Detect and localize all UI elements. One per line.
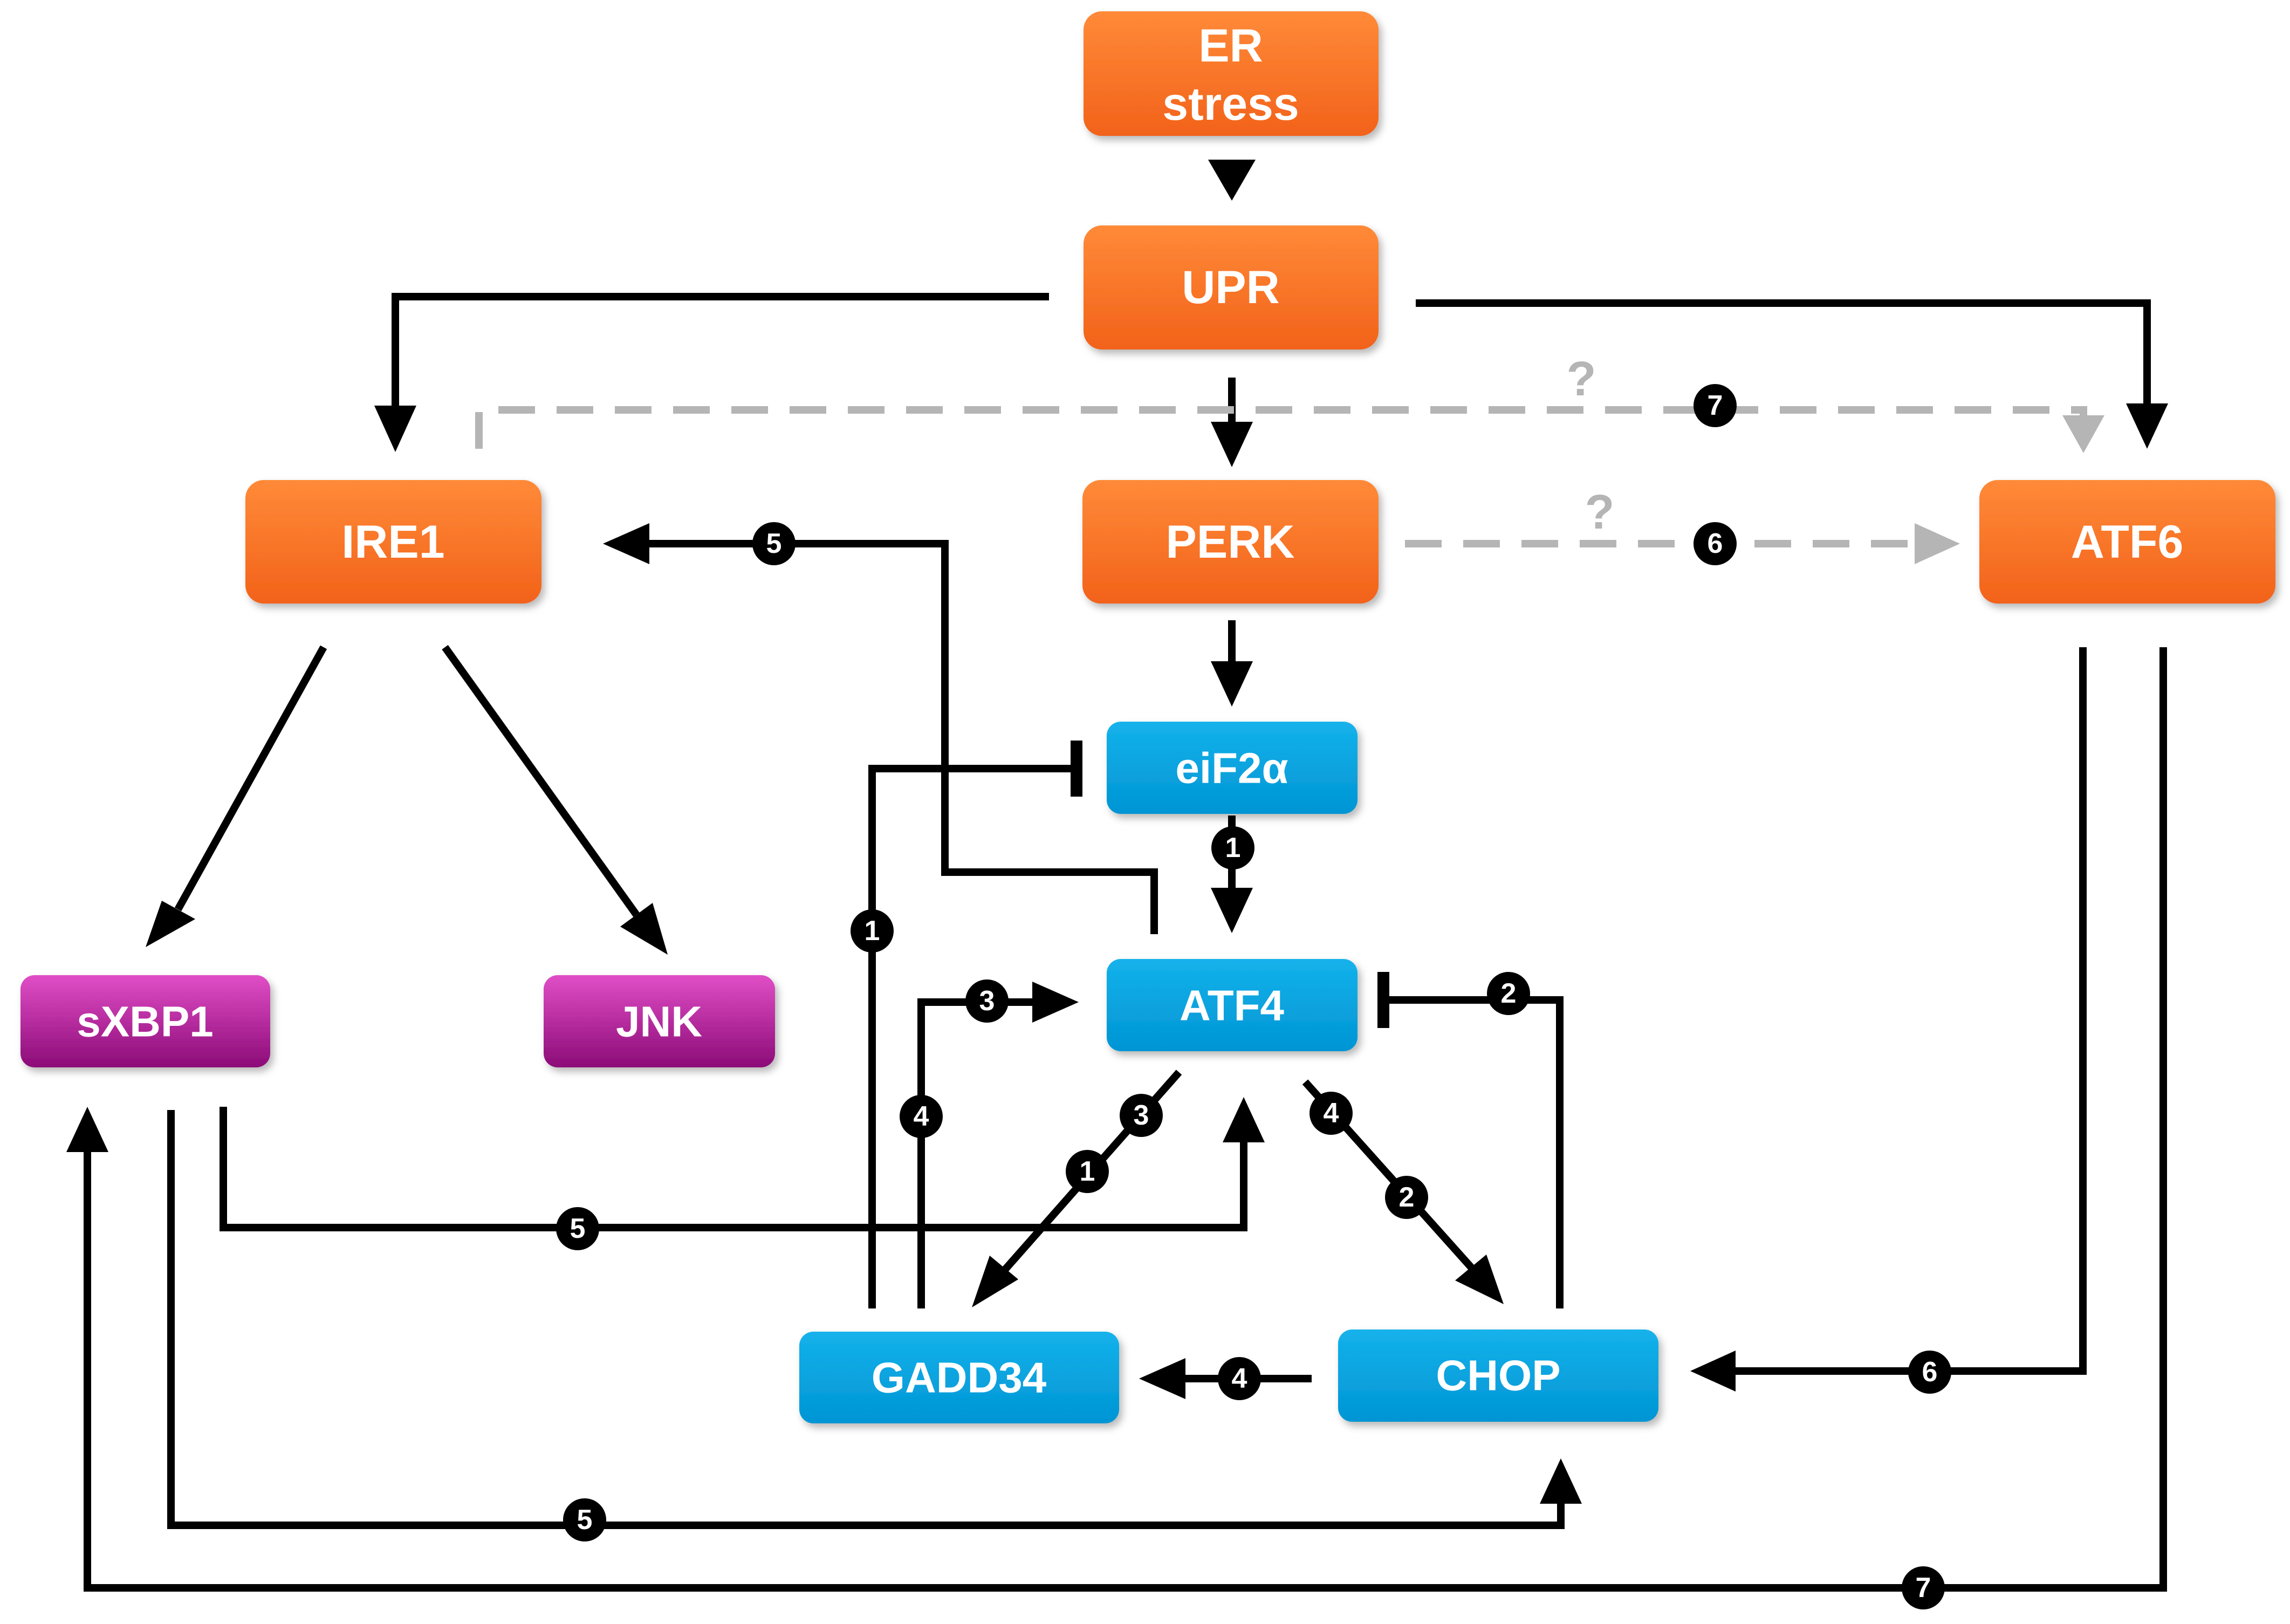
sxbp1-to-chop-arrow [167, 1110, 1582, 1529]
node-jnk[interactable]: JNK [544, 975, 775, 1067]
node-chop[interactable]: CHOP [1338, 1330, 1658, 1422]
node-er-stress-line1: ER [1198, 20, 1263, 72]
node-upr[interactable]: UPR [1084, 225, 1379, 350]
atf6-to-chop-arrow [1690, 647, 2087, 1392]
node-perk[interactable]: PERK [1082, 480, 1379, 604]
svg-text:3: 3 [979, 985, 995, 1017]
svg-text:2: 2 [1501, 978, 1517, 1009]
loop-badge-4-gadd34-atf4: 4 [900, 1095, 943, 1138]
node-chop-label: CHOP [1436, 1352, 1560, 1400]
loop-badge-4-atf4-chop: 4 [1309, 1092, 1353, 1135]
node-perk-label: PERK [1166, 516, 1295, 568]
svg-text:5: 5 [570, 1213, 586, 1244]
svg-text:1: 1 [1080, 1156, 1095, 1187]
node-sxbp1-label: sXBP1 [77, 998, 213, 1046]
loop-badge-6-perk-atf6: 6 [1693, 522, 1737, 565]
upr-to-atf6-arrow [1416, 299, 2168, 449]
node-jnk-label: JNK [616, 998, 702, 1046]
uncertain-mark-ire1-atf6: ? [1567, 352, 1596, 406]
node-er-stress-line2: stress [1162, 78, 1299, 130]
node-atf4[interactable]: ATF4 [1107, 959, 1357, 1051]
node-ire1[interactable]: IRE1 [245, 480, 541, 604]
loop-badge-6-atf6-chop: 6 [1908, 1351, 1951, 1394]
loop-badge-2-atf4-chop: 2 [1385, 1176, 1428, 1219]
gadd34-to-atf4-arrow [917, 982, 1079, 1308]
loop-badge-5-sxbp1-chop: 5 [563, 1498, 606, 1541]
loop-badge-1-atf4-gadd34: 1 [1066, 1150, 1109, 1193]
upr-to-perk-arrow [1211, 378, 1253, 467]
node-atf4-label: ATF4 [1180, 982, 1285, 1030]
atf4-to-ire1-arrow [603, 523, 1158, 934]
perk-to-atf6-hypothetical-arrow [1405, 523, 1960, 564]
gadd34-inhibits-eif2a [868, 741, 1082, 1308]
node-upr-label: UPR [1182, 262, 1280, 313]
perk-to-eif2a-arrow [1211, 620, 1253, 707]
loop-badge-7-ire1-atf6: 7 [1693, 384, 1737, 427]
node-ire1-label: IRE1 [341, 516, 444, 568]
ire1-to-atf6-hypothetical-arrow [475, 406, 2104, 453]
loop-badge-3-gadd34-atf4: 3 [965, 979, 1009, 1023]
svg-text:1: 1 [865, 915, 880, 947]
loop-badge-4-chop-gadd34: 4 [1218, 1357, 1261, 1400]
svg-text:1: 1 [1225, 832, 1241, 864]
svg-text:4: 4 [1232, 1363, 1247, 1394]
ire1-to-jnk-arrow [442, 645, 668, 955]
node-er-stress[interactable]: ER stress [1084, 11, 1379, 136]
node-atf6[interactable]: ATF6 [1979, 480, 2275, 604]
uncertain-mark-perk-atf6: ? [1585, 485, 1615, 539]
svg-text:6: 6 [1922, 1356, 1938, 1388]
node-gadd34-label: GADD34 [872, 1354, 1047, 1402]
node-eif2a-label: eiF2α [1175, 744, 1288, 792]
atf6-to-sxbp1-arrow [66, 647, 2167, 1592]
svg-text:7: 7 [1708, 390, 1723, 421]
node-gadd34[interactable]: GADD34 [799, 1332, 1119, 1423]
er-stress-to-upr-arrow [1208, 160, 1256, 201]
svg-text:7: 7 [1916, 1572, 1931, 1604]
upr-to-ire1-arrow [374, 293, 1049, 452]
chop-inhibits-atf4 [1377, 972, 1564, 1308]
sxbp1-to-atf4-arrow [220, 1097, 1265, 1231]
svg-text:4: 4 [1324, 1098, 1339, 1129]
node-eif2a[interactable]: eiF2α [1107, 722, 1357, 814]
loop-badge-3-atf4-gadd34: 3 [1120, 1094, 1163, 1137]
ire1-to-sxbp1-arrow [146, 645, 327, 947]
svg-text:5: 5 [766, 528, 782, 559]
loop-badge-1-gadd34-eif2a: 1 [851, 909, 894, 953]
node-atf6-label: ATF6 [2071, 516, 2184, 568]
svg-text:6: 6 [1708, 528, 1723, 559]
svg-text:4: 4 [914, 1101, 929, 1132]
svg-text:5: 5 [577, 1504, 593, 1536]
loop-badge-5-sxbp1-atf4: 5 [556, 1207, 599, 1250]
node-sxbp1[interactable]: sXBP1 [20, 975, 270, 1067]
loop-badge-1-eif2a-atf4: 1 [1211, 826, 1254, 869]
loop-badge-2-chop-atf4: 2 [1487, 972, 1530, 1015]
svg-text:3: 3 [1134, 1100, 1149, 1131]
loop-badge-5-atf4-ire1: 5 [752, 522, 796, 565]
loop-badge-7-atf6-sxbp1: 7 [1902, 1566, 1945, 1609]
svg-text:2: 2 [1399, 1182, 1415, 1213]
